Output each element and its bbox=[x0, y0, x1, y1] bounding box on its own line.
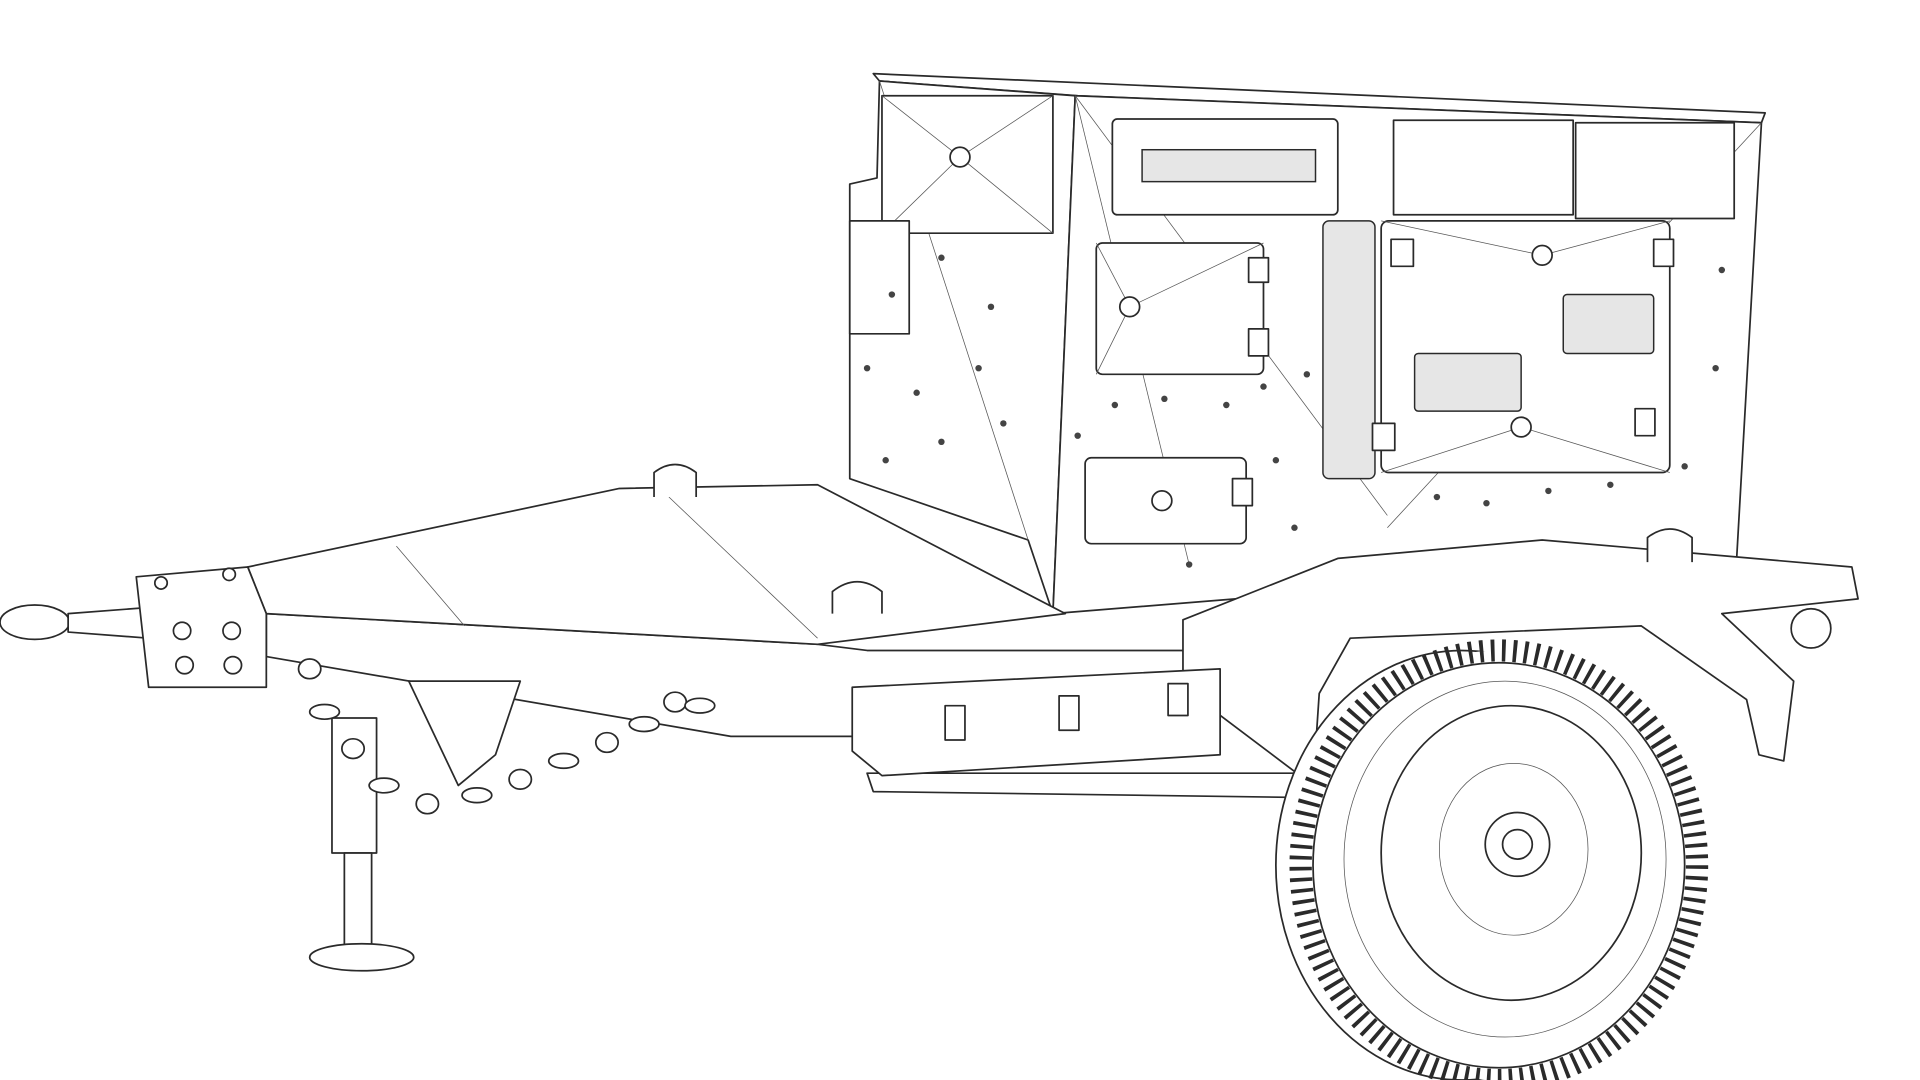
lift-handle bbox=[831, 580, 883, 614]
tongue-shaft bbox=[67, 606, 150, 640]
rivet bbox=[975, 364, 982, 372]
access-door-upper bbox=[1095, 242, 1265, 376]
rivets bbox=[863, 254, 1726, 568]
chain-link bbox=[684, 697, 716, 714]
side-access-panel bbox=[848, 220, 911, 335]
door-grille-left bbox=[1413, 352, 1522, 412]
chain-link bbox=[368, 777, 400, 794]
latch-icon bbox=[949, 146, 971, 168]
door-grille-right bbox=[1562, 293, 1655, 355]
latch-icon bbox=[1531, 244, 1553, 266]
rivet bbox=[913, 389, 920, 396]
chain-link bbox=[308, 703, 341, 721]
rivet bbox=[1161, 395, 1168, 403]
rivet bbox=[1074, 432, 1081, 439]
toolbox bbox=[851, 668, 1221, 777]
chain-link bbox=[663, 691, 688, 713]
rivet bbox=[882, 457, 889, 464]
trailer-frame bbox=[246, 463, 1859, 799]
latch-icon bbox=[1510, 416, 1532, 438]
frame-brace bbox=[407, 680, 522, 787]
door-hinges bbox=[1231, 238, 1675, 507]
rivet bbox=[1185, 561, 1193, 568]
rivet bbox=[1223, 401, 1230, 409]
rivet bbox=[938, 438, 945, 446]
chain-link bbox=[297, 658, 322, 680]
tail-light bbox=[1790, 607, 1832, 649]
rivet bbox=[888, 291, 896, 298]
chain-link bbox=[594, 731, 619, 754]
hex-bolts bbox=[153, 567, 243, 675]
riveted-panel-right bbox=[1574, 121, 1736, 220]
chain-link bbox=[508, 768, 533, 790]
toolbox-latches bbox=[944, 682, 1189, 741]
rivet bbox=[863, 364, 871, 372]
vertical-grille bbox=[1322, 220, 1376, 480]
chain-link bbox=[628, 715, 660, 733]
rivet bbox=[1545, 487, 1552, 495]
riveted-panel-left bbox=[1392, 119, 1575, 216]
rivet bbox=[1483, 499, 1490, 507]
generator-housing bbox=[848, 72, 1767, 615]
rivet bbox=[1433, 493, 1441, 501]
rivet bbox=[1291, 524, 1298, 531]
chain-link bbox=[341, 737, 366, 760]
safety-chain bbox=[297, 658, 716, 815]
lift-handle bbox=[653, 463, 698, 498]
chain-link bbox=[415, 793, 440, 815]
exhaust-grille bbox=[1141, 148, 1317, 183]
rivet bbox=[1260, 383, 1267, 390]
rivet bbox=[1718, 266, 1726, 274]
rivet bbox=[1111, 401, 1119, 409]
lunette-ring bbox=[0, 604, 71, 641]
chain-link bbox=[547, 752, 580, 770]
rivet bbox=[1272, 457, 1280, 464]
jack-foot bbox=[308, 942, 415, 972]
hub-cap bbox=[1501, 828, 1534, 860]
rivet bbox=[1000, 420, 1007, 427]
rivet bbox=[1607, 481, 1614, 488]
rivet bbox=[987, 303, 995, 311]
rivet bbox=[1303, 371, 1311, 378]
wheel bbox=[1275, 639, 1709, 1080]
lift-handle bbox=[1646, 528, 1693, 563]
rivet bbox=[1712, 364, 1719, 372]
tow-assembly bbox=[0, 566, 716, 972]
side-rail bbox=[866, 772, 1321, 799]
rivet bbox=[1681, 463, 1688, 470]
chain-link bbox=[461, 787, 493, 804]
rivet bbox=[938, 254, 945, 261]
latch-icon bbox=[1151, 490, 1173, 512]
latch-icon bbox=[1118, 296, 1141, 318]
